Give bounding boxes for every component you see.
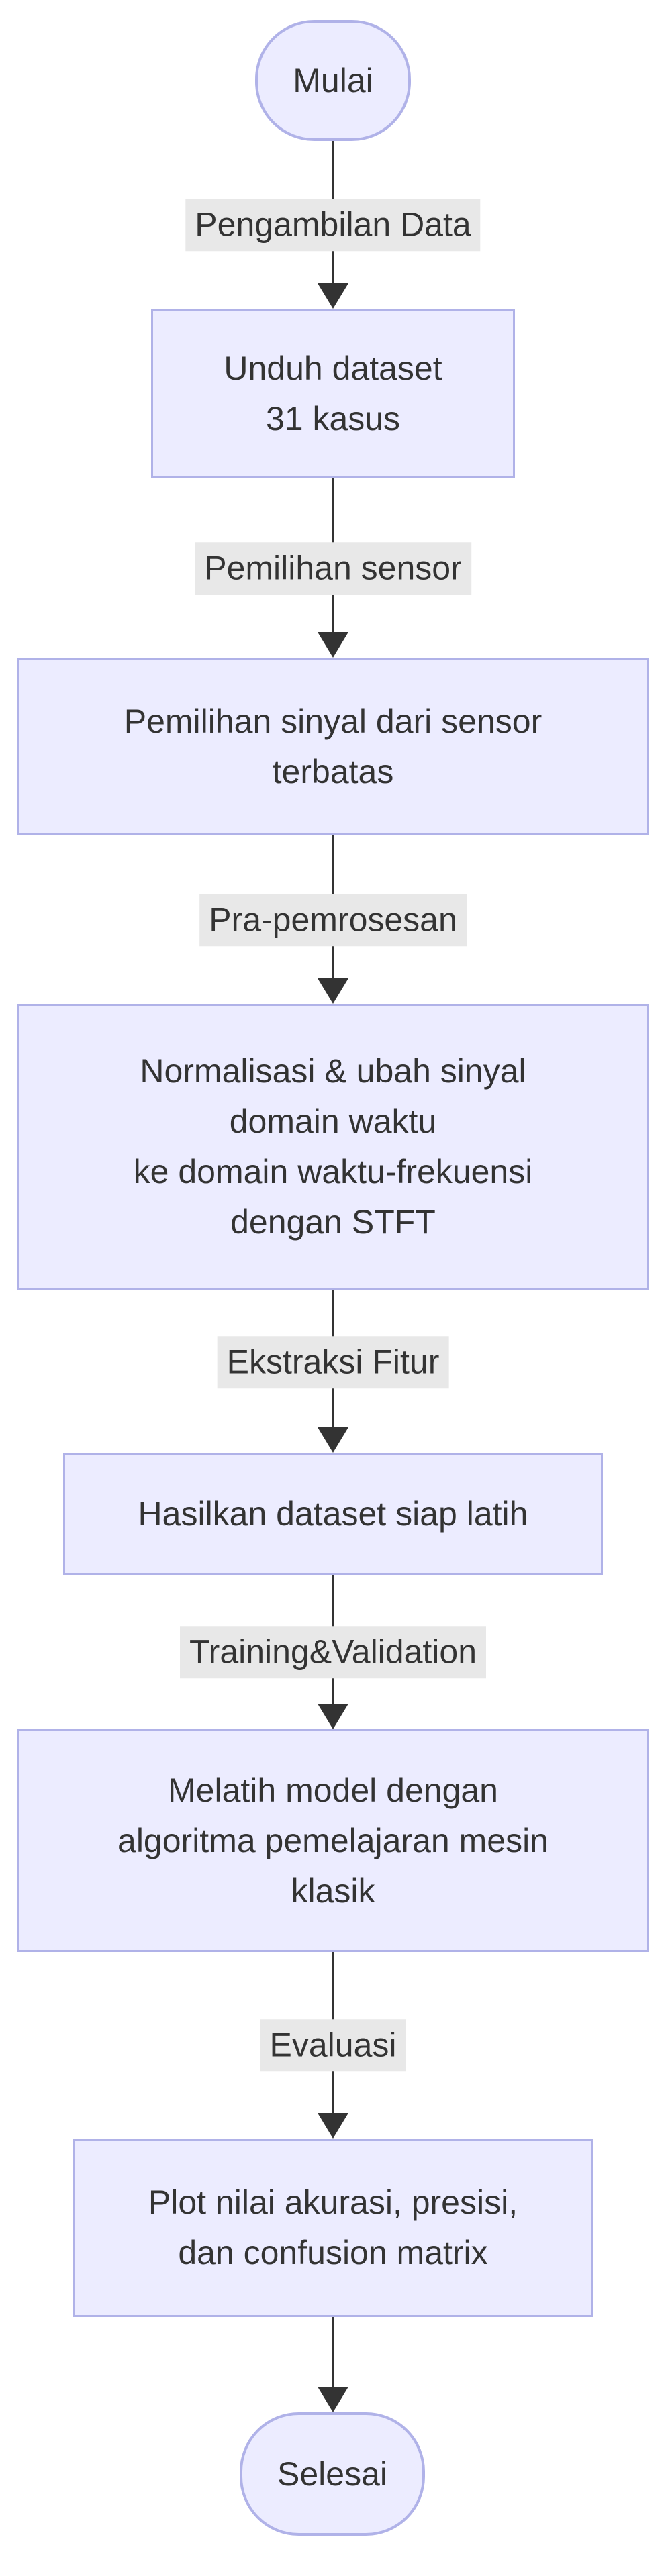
arrowhead-down-icon — [318, 1427, 348, 1453]
node-label: Selesai — [277, 2455, 387, 2493]
node-label: Hasilkan dataset siap latih — [138, 1494, 528, 1533]
edge-label-pemilihan-sensor: Pemilihan sensor — [195, 542, 471, 595]
node-label: Pemilihan sinyal dari sensor terbatas — [124, 702, 542, 790]
node-unduh-dataset: Unduh dataset 31 kasus — [151, 309, 515, 478]
node-pemilihan-sinyal: Pemilihan sinyal dari sensor terbatas — [17, 658, 649, 835]
node-label: Mulai — [293, 61, 373, 99]
arrowhead-down-icon — [318, 978, 348, 1004]
node-melatih-model: Melatih model dengan algoritma pemelajar… — [17, 1729, 649, 1952]
edge-line — [332, 2317, 334, 2388]
arrowhead-down-icon — [318, 283, 348, 309]
arrowhead-down-icon — [318, 1704, 348, 1729]
node-hasilkan-dataset: Hasilkan dataset siap latih — [63, 1453, 603, 1575]
edge-label-ekstraksi-fitur: Ekstraksi Fitur — [217, 1336, 449, 1388]
edge-label-pengambilan-data: Pengambilan Data — [185, 199, 481, 251]
node-start-mulai: Mulai — [255, 20, 411, 141]
node-label: Normalisasi & ubah sinyal domain waktu k… — [133, 1052, 533, 1241]
node-label: Plot nilai akurasi, presisi, dan confusi… — [148, 2183, 518, 2271]
node-label: Melatih model dengan algoritma pemelajar… — [117, 1771, 549, 1910]
edge-label-pra-pemrosesan: Pra-pemrosesan — [199, 894, 467, 946]
node-plot-evaluasi: Plot nilai akurasi, presisi, dan confusi… — [73, 2139, 593, 2317]
arrowhead-down-icon — [318, 632, 348, 658]
node-end-selesai: Selesai — [240, 2412, 425, 2536]
edge-label-training-validation: Training&Validation — [179, 1626, 487, 1678]
node-label: Unduh dataset 31 kasus — [224, 349, 442, 437]
arrowhead-down-icon — [318, 2387, 348, 2412]
edge-label-evaluasi: Evaluasi — [260, 2019, 406, 2071]
arrowhead-down-icon — [318, 2113, 348, 2139]
node-normalisasi-stft: Normalisasi & ubah sinyal domain waktu k… — [17, 1004, 649, 1290]
